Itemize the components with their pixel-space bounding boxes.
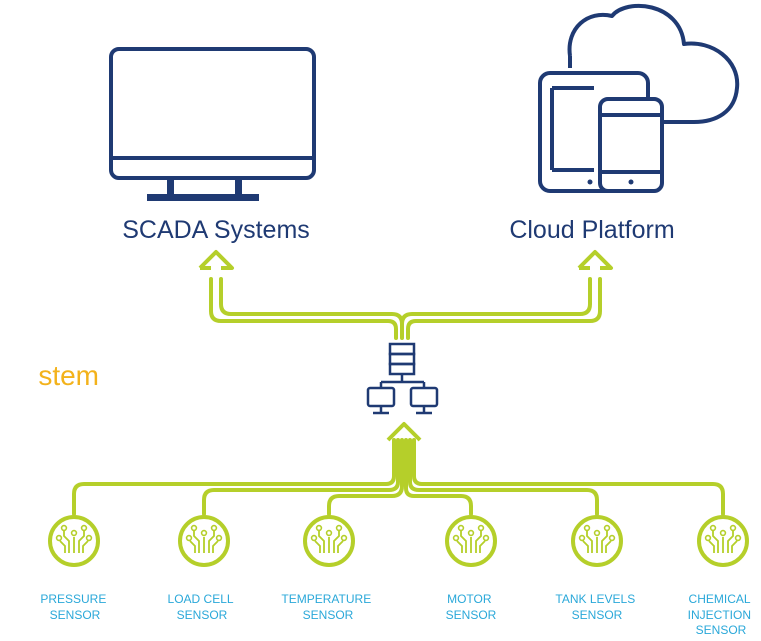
arrow-up-icon xyxy=(386,422,422,442)
monitor-icon xyxy=(109,47,316,201)
sensor-chip-icon-temperature xyxy=(303,515,355,567)
connector-to-cloud-outer xyxy=(406,277,602,340)
connector-to-scada-outer xyxy=(209,277,398,340)
arrow-up-icon xyxy=(577,250,613,270)
arrow-up-icon xyxy=(198,250,234,270)
sensor-connectors xyxy=(72,438,725,516)
sensor-label-chemical-injection: CHEMICAL INJECTION SENSOR xyxy=(688,592,755,637)
network-hub-icon xyxy=(366,342,439,415)
system-title: stem xyxy=(38,360,99,391)
connector-to-cloud-inner xyxy=(400,277,592,326)
sensor-chip-icon-pressure xyxy=(48,515,100,567)
sensor-labels: PRESSURE SENSOR LOAD CELL SENSOR TEMPERA… xyxy=(40,592,755,637)
connector-pressure xyxy=(72,438,396,516)
connector-temperature xyxy=(327,438,404,516)
connector-chemical xyxy=(412,438,725,516)
sensor-label-load-cell: LOAD CELL SENSOR xyxy=(168,592,237,622)
sensor-chip-icon-chemical-injection xyxy=(697,515,749,567)
connector-motor xyxy=(404,438,473,516)
cloud-devices-icon xyxy=(538,3,740,193)
upward-connectors xyxy=(209,277,602,340)
sensor-label-pressure: PRESSURE SENSOR xyxy=(40,592,109,622)
sensor-label-motor: MOTOR SENSOR xyxy=(446,592,497,622)
sensor-chip-icon-motor xyxy=(445,515,497,567)
sensor-icons xyxy=(48,515,749,567)
connector-tank-levels xyxy=(408,438,599,516)
connector-to-scada-inner xyxy=(219,277,404,340)
sensor-chip-icon-tank-levels xyxy=(571,515,623,567)
sensor-label-tank-levels: TANK LEVELS SENSOR xyxy=(555,592,638,622)
cloud-label: Cloud Platform xyxy=(509,216,674,244)
scada-label: SCADA Systems xyxy=(122,216,310,244)
sensor-label-temperature: TEMPERATURE SENSOR xyxy=(281,592,374,622)
sensor-chip-icon-load-cell xyxy=(178,515,230,567)
connector-load-cell xyxy=(202,438,400,516)
